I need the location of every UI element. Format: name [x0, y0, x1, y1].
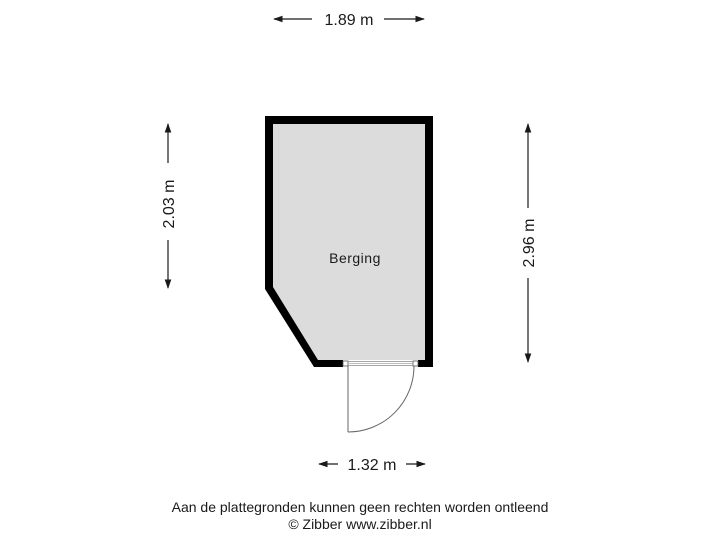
footer-copyright: © Zibber www.zibber.nl [288, 516, 432, 532]
door-threshold [348, 361, 413, 366]
dimension-left-label: 2.03 m [161, 180, 178, 229]
door-jamb-left [342, 360, 349, 367]
dimension-right-label: 2.96 m [521, 219, 538, 268]
dimension-right: 2.96 m [521, 123, 538, 363]
footer-disclaimer: Aan de plattegronden kunnen geen rechten… [171, 499, 549, 515]
dimension-bottom-label: 1.32 m [348, 457, 397, 474]
door-jamb-right [412, 360, 419, 367]
door-swing [347, 365, 415, 433]
dimension-bottom: 1.32 m [318, 457, 426, 474]
dimension-top-label: 1.89 m [325, 12, 374, 29]
dimension-top: 1.89 m [273, 12, 425, 29]
room-berging-floor [273, 124, 425, 360]
room-label-berging: Berging [329, 250, 381, 266]
dimension-left: 2.03 m [161, 123, 178, 289]
